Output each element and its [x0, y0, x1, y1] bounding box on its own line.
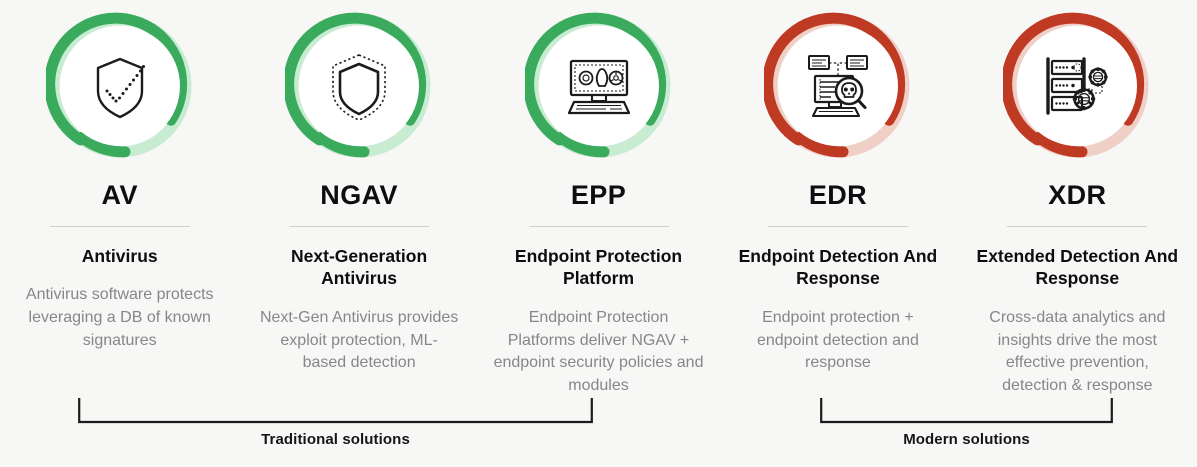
bracket-shape-icon	[78, 398, 593, 424]
bracket-label: Traditional solutions	[261, 431, 410, 448]
solution-code: AV	[101, 180, 138, 210]
endpoint-magnifier-skull-icon	[807, 55, 868, 118]
solution-code: EDR	[808, 180, 868, 210]
shield-check-icon	[96, 57, 145, 119]
server-gears-icon	[1046, 57, 1108, 115]
bracket-modern-solutions: Modern solutions	[820, 398, 1113, 448]
solution-fullname: Extended Detection And Response	[976, 246, 1179, 289]
title-divider	[528, 226, 669, 227]
solution-description: Next-Gen Antivirus provides exploit prot…	[259, 308, 459, 372]
shield-dotted-icon	[332, 54, 386, 121]
progress-ring-green	[285, 12, 431, 158]
solution-code: NGAV	[320, 180, 398, 210]
ring-inner-edr	[777, 26, 898, 146]
solution-fullname: Antivirus	[81, 246, 158, 266]
ring-inner-epp	[538, 26, 659, 146]
group-brackets: Traditional solutions Modern solutions	[0, 398, 1197, 467]
solution-description: Endpoint protection + endpoint detection…	[756, 308, 919, 372]
solution-fullname: Endpoint Protection Platform	[514, 246, 683, 289]
progress-ring-red	[1003, 12, 1149, 158]
ring-inner-xdr	[1017, 26, 1138, 146]
solution-description: Antivirus software protects leveraging a…	[25, 286, 214, 349]
title-divider	[289, 226, 430, 227]
ring-inner-av	[59, 26, 180, 146]
solution-description: Endpoint Protection Platforms deliver NG…	[493, 308, 704, 394]
progress-ring-red	[763, 12, 910, 158]
solutions-row: AV Antivirus Antivirus software protects…	[0, 12, 1197, 398]
solution-fullname: Endpoint Detection And Response	[738, 246, 938, 289]
bracket-label: Modern solutions	[903, 431, 1030, 448]
desktop-threats-icon	[567, 59, 630, 115]
solution-column-xdr[interactable]: XDR Extended Detection And Response Cros…	[958, 12, 1197, 398]
title-divider	[1007, 226, 1148, 227]
progress-ring-green	[524, 12, 671, 158]
ring-epp	[524, 12, 673, 160]
solution-column-epp[interactable]: EPP Endpoint Protection Platform Endpoin…	[479, 12, 718, 398]
title-divider	[767, 226, 908, 227]
title-divider	[49, 226, 190, 227]
progress-ring-green	[45, 12, 192, 158]
solution-fullname: Next-Generation Antivirus	[291, 246, 428, 289]
bracket-shape-icon	[820, 398, 1113, 424]
solution-code: XDR	[1048, 180, 1107, 210]
ring-edr	[763, 12, 912, 160]
ring-ngav	[285, 12, 433, 160]
ring-xdr	[1003, 12, 1151, 160]
ring-inner-ngav	[299, 26, 420, 146]
ring-av	[45, 12, 194, 160]
solution-column-ngav[interactable]: NGAV Next-Generation Antivirus Next-Gen …	[239, 12, 478, 398]
bracket-traditional-solutions: Traditional solutions	[78, 398, 593, 448]
solution-column-edr[interactable]: EDR Endpoint Detection And Response Endp…	[718, 12, 957, 398]
solution-description: Cross-data analytics and insights drive …	[989, 308, 1166, 394]
solution-column-av[interactable]: AV Antivirus Antivirus software protects…	[0, 12, 239, 398]
solution-code: EPP	[570, 180, 627, 210]
